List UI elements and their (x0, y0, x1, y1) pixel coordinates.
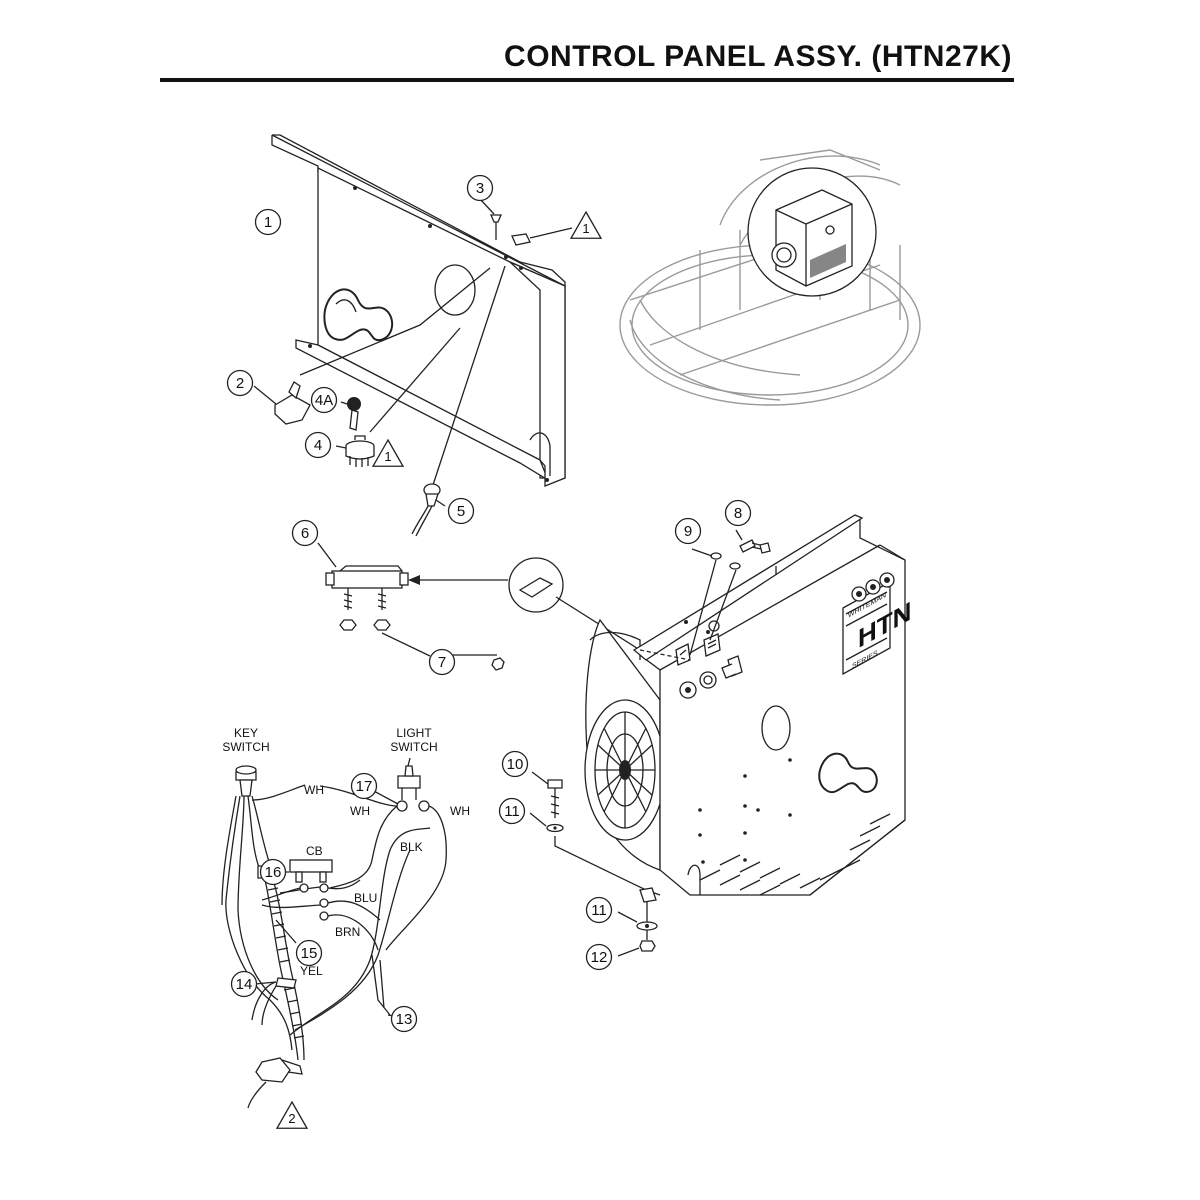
title-rule (160, 78, 1014, 82)
callout-c5: 5 (447, 497, 475, 525)
callout-c4a: 4A (310, 386, 338, 414)
callout-c7: 7 (428, 648, 456, 676)
part-5-indicator-light (411, 483, 446, 537)
callout-label-c14: 14 (236, 976, 253, 993)
callout-c8: 8 (724, 499, 752, 527)
wiring-harness: KEY SWITCH LIGHT SWITCH (221, 726, 447, 1109)
part-1-clip (511, 227, 573, 246)
panel-gauges-icon (851, 572, 895, 602)
callout-c3: 3 (466, 174, 494, 202)
note-label-n1a: 1 (582, 221, 589, 236)
light-switch-label-2: SWITCH (390, 740, 437, 754)
wire-label-blk: BLK (400, 840, 423, 854)
wire-label-wh3: WH (450, 804, 470, 818)
wire-label-wh1: WH (304, 783, 324, 797)
callout-label-c12: 12 (591, 949, 608, 966)
mq-logo-icon (323, 288, 394, 342)
light-switch-label-1: LIGHT (396, 726, 432, 740)
callout-c9: 9 (674, 517, 702, 545)
assembled-control-panel: HTN WHITEMAN SERIES (584, 514, 911, 896)
wire-color-labels: WH WH WH BLK CB BLU BRN YEL (300, 783, 470, 978)
fan-guard-icon (584, 699, 666, 841)
callout-c17: 17 (350, 772, 378, 800)
callout-label-c3: 3 (476, 180, 484, 197)
note-triangles: 112 (275, 210, 603, 1129)
callout-label-c6: 6 (301, 525, 309, 542)
callout-c11a: 11 (498, 797, 526, 825)
callout-label-c2: 2 (236, 375, 244, 392)
callout-label-c5: 5 (457, 503, 465, 520)
callout-c13: 13 (390, 1005, 418, 1033)
callout-label-c15: 15 (301, 945, 318, 962)
key-switch-label-2: SWITCH (222, 740, 269, 754)
note-triangle-n1a: 1 (569, 210, 603, 239)
note-label-n1b: 1 (384, 449, 391, 464)
part-2-toggle-switch (253, 381, 311, 425)
callout-c12: 12 (585, 943, 613, 971)
wire-label-wh2: WH (350, 804, 370, 818)
callout-c1: 1 (254, 208, 282, 236)
part-4-key-switch (335, 435, 375, 467)
part-8-9-fasteners (689, 529, 777, 656)
wire-label-yel: YEL (300, 964, 323, 978)
callout-c10: 10 (501, 750, 529, 778)
part-6-circuit-breaker (317, 542, 508, 671)
note-triangle-n2: 2 (275, 1100, 309, 1129)
mq-panel-logo-icon (818, 752, 878, 794)
page-title: CONTROL PANEL ASSY. (HTN27K) (504, 40, 1012, 73)
callout-label-c10: 10 (507, 756, 524, 773)
callout-label-c9: 9 (684, 523, 692, 540)
callout-label-c8: 8 (734, 505, 742, 522)
callout-label-c13: 13 (396, 1011, 413, 1028)
callout-c4: 4 (304, 431, 332, 459)
wire-label-brn: BRN (335, 925, 360, 939)
note-triangle-n1b: 1 (371, 438, 405, 467)
note-label-n2: 2 (288, 1111, 295, 1126)
callout-c2: 2 (226, 369, 254, 397)
callout-label-c4a: 4A (315, 392, 333, 409)
detail-magnifier (508, 557, 641, 651)
callout-c16: 16 (259, 858, 287, 886)
callout-c6: 6 (291, 519, 319, 547)
series-plate: HTN WHITEMAN SERIES (842, 580, 911, 676)
part-3-screw (479, 198, 502, 240)
callout-label-c11a: 11 (504, 803, 520, 820)
callout-label-c1: 1 (264, 214, 272, 231)
callout-c14: 14 (230, 970, 258, 998)
callout-label-c11b: 11 (591, 902, 607, 919)
callout-c15: 15 (295, 939, 323, 967)
parts-10-11-12-bolt-washers-nut (529, 771, 661, 957)
callout-c11b: 11 (585, 896, 613, 924)
callout-label-c7: 7 (438, 654, 446, 671)
wire-label-cb: CB (306, 844, 323, 858)
key-switch-label-1: KEY (234, 726, 258, 740)
machine-overview-ghost (619, 149, 921, 406)
callout-label-c4: 4 (314, 437, 322, 454)
control-panel-bracket (271, 134, 566, 489)
callout-label-c16: 16 (265, 864, 282, 881)
wire-label-blu: BLU (354, 891, 377, 905)
part-4a-key (340, 397, 361, 431)
panel-switches-icon (675, 620, 743, 699)
callout-label-c17: 17 (356, 778, 373, 795)
